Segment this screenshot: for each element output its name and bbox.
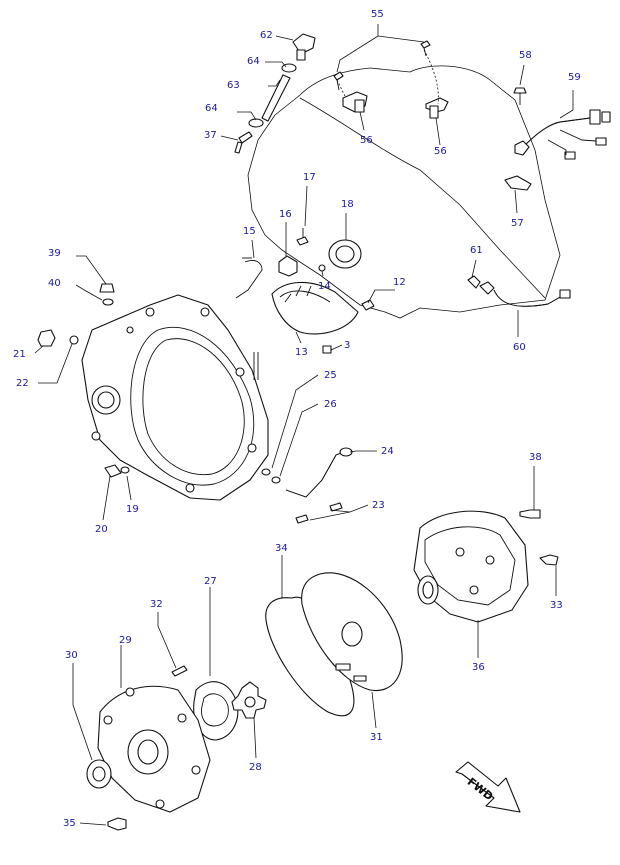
wiring-harness (504, 87, 611, 191)
callout-38: 38 (529, 452, 542, 463)
callout-62: 62 (260, 30, 273, 41)
callout-56: 56 (360, 135, 373, 146)
drain-plugs (37, 283, 115, 347)
callout-39: 39 (48, 248, 61, 259)
callout-57: 57 (511, 218, 524, 229)
callout-27: 27 (204, 576, 217, 587)
callout-labels: 62 64 63 64 37 55 56 56 58 59 57 17 18 1… (13, 9, 581, 829)
temperature-sensor-cable (467, 275, 571, 307)
callout-34: 34 (275, 543, 288, 554)
converter-housing (81, 294, 269, 501)
callout-61: 61 (470, 245, 483, 256)
callout-13: 13 (295, 347, 308, 358)
callout-31: 31 (370, 732, 383, 743)
arrow-right-down-icon (455, 761, 521, 813)
pump-bolts (519, 509, 559, 566)
callout-63: 63 (227, 80, 240, 91)
callout-18: 18 (341, 199, 354, 210)
cooler-pipe-group (261, 447, 353, 524)
callout-14: 14 (318, 281, 331, 292)
callout-15: 15 (243, 226, 256, 237)
callout-19: 19 (126, 504, 139, 515)
callout-33: 33 (550, 600, 563, 611)
callout-30: 30 (65, 650, 78, 661)
leader-lines (34, 24, 574, 826)
callout-60: 60 (513, 342, 526, 353)
speed-sensor-assembly (234, 33, 316, 154)
callout-28: 28 (249, 762, 262, 773)
pump-cover (86, 685, 211, 831)
callout-26: 26 (324, 399, 337, 410)
bracket-bolts (333, 40, 449, 119)
callout-16: 16 (279, 209, 292, 220)
oil-pump-strainer-group (235, 228, 375, 354)
fwd-direction-marker: FWD (455, 761, 521, 813)
callout-36: 36 (472, 662, 485, 673)
gasket-and-plate (265, 572, 403, 717)
callout-58: 58 (519, 50, 532, 61)
callout-21: 21 (13, 349, 26, 360)
callout-64: 64 (205, 103, 218, 114)
callout-55: 55 (371, 9, 384, 20)
callout-35: 35 (63, 818, 76, 829)
callout-37: 37 (204, 130, 217, 141)
callout-29: 29 (119, 635, 132, 646)
callout-23: 23 (372, 500, 385, 511)
callout-17: 17 (303, 172, 316, 183)
callout-64: 64 (247, 56, 260, 67)
callout-3: 3 (344, 340, 350, 351)
callout-25: 25 (324, 370, 337, 381)
callout-32: 32 (150, 599, 163, 610)
callout-24: 24 (381, 446, 394, 457)
callout-22: 22 (16, 378, 29, 389)
oil-pump-body (413, 510, 529, 623)
callout-40: 40 (48, 278, 61, 289)
transmission-case-outline (247, 65, 561, 319)
pump-gear-set (171, 665, 267, 741)
housing-plug (104, 464, 130, 478)
callout-56: 56 (434, 146, 447, 157)
callout-12: 12 (393, 277, 406, 288)
callout-20: 20 (95, 524, 108, 535)
callout-59: 59 (568, 72, 581, 83)
